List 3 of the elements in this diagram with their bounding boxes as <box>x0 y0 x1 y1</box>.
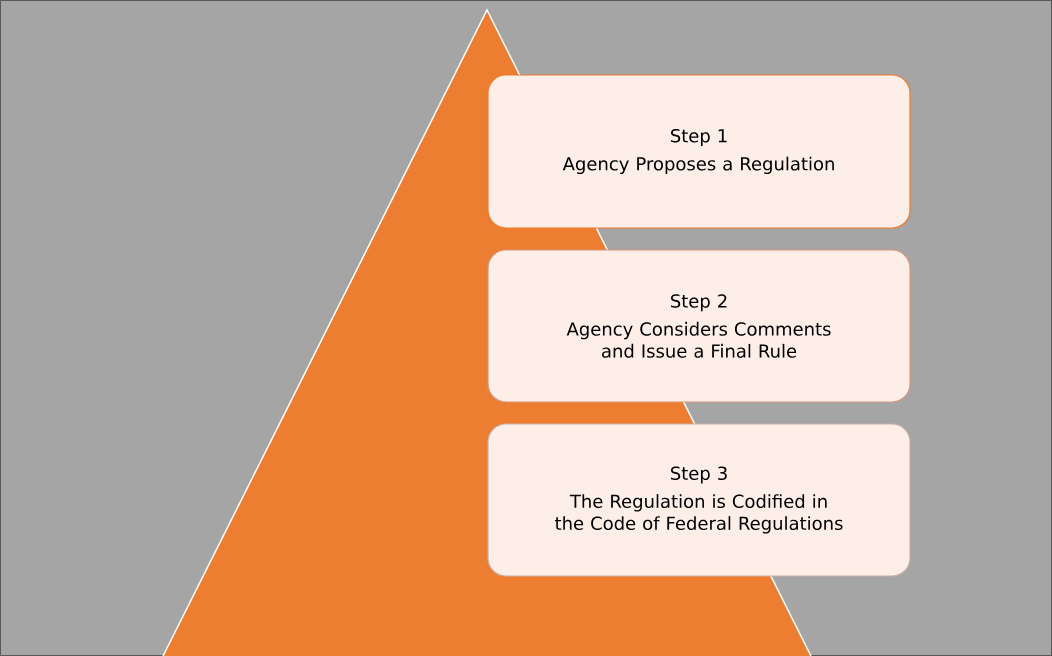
step-box: Step 2 Agency Considers Comments and Issue a Final Rule <box>487 249 911 403</box>
step-box: Step 3 The Regulation is Codified in the Code of Federal Regulations <box>487 423 911 577</box>
step-box: Step 1 Agency Proposes a Regulation <box>487 74 911 229</box>
